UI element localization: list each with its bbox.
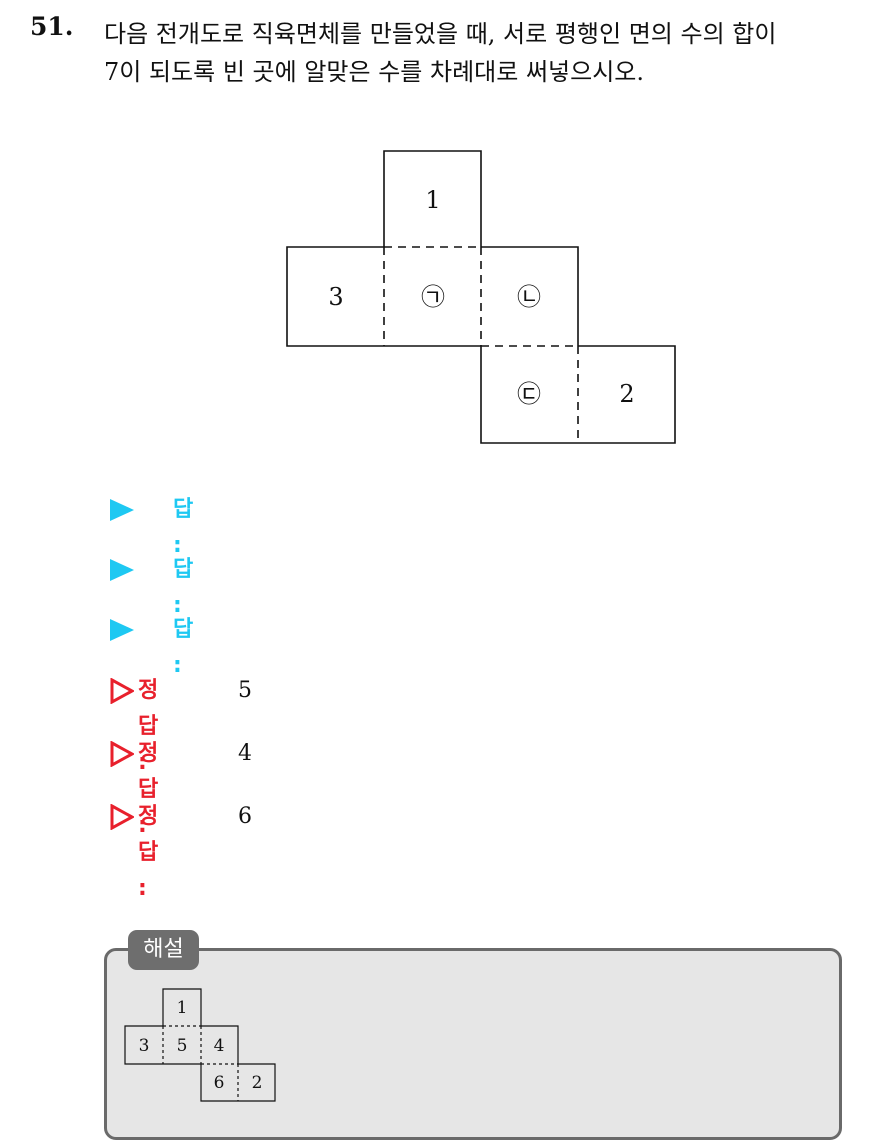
net-face-bottom: ㉢ — [517, 380, 541, 408]
correct-answer-row-3: 정답 : 6 — [110, 799, 252, 901]
outline-triangle-icon — [110, 804, 134, 830]
net-face-bottom-right: 2 — [619, 380, 634, 408]
explanation-tag: 해설 — [128, 930, 199, 970]
answer-row-1: 답 : — [110, 492, 193, 558]
play-triangle-icon — [110, 499, 134, 521]
cuboid-net-diagram: 1 3 ㉠ ㉡ ㉢ 2 — [286, 150, 676, 444]
explanation-face-top: 1 — [177, 998, 188, 1018]
explanation-face-center: 5 — [177, 1036, 188, 1056]
outline-triangle-icon — [110, 678, 134, 704]
answer-label: 답 : — [173, 617, 194, 678]
correct-answer-row-2: 정답 : 4 — [110, 736, 252, 838]
question-text-line-2: 7이 되도록 빈 곳에 알맞은 수를 차례대로 써넣으시오. — [104, 58, 644, 86]
net-face-top: 1 — [425, 186, 440, 214]
question-number: 51. — [30, 12, 74, 41]
correct-answer-value: 4 — [238, 741, 252, 766]
net-face-left: 3 — [328, 283, 343, 311]
correct-answer-label: 정답 : — [138, 804, 159, 901]
play-triangle-icon — [110, 619, 134, 641]
net-face-center: ㉠ — [421, 283, 445, 311]
question-text-line-1: 다음 전개도로 직육면체를 만들었을 때, 서로 평행인 면의 수의 합이 — [104, 20, 777, 48]
net-face-right: ㉡ — [517, 283, 541, 311]
correct-answer-row-1: 정답 : 5 — [110, 673, 252, 775]
correct-answer-label: 정답 : — [138, 678, 159, 775]
explanation-box — [104, 948, 842, 1140]
correct-answer-value: 6 — [238, 804, 252, 829]
explanation-face-right: 4 — [214, 1036, 225, 1056]
explanation-face-bottom: 6 — [214, 1073, 225, 1093]
answer-row-3: 답 : — [110, 612, 193, 678]
play-triangle-icon — [110, 559, 134, 581]
correct-answer-value: 5 — [238, 678, 252, 703]
explanation-face-left: 3 — [139, 1036, 150, 1056]
answer-row-2: 답 : — [110, 552, 193, 618]
answer-label: 답 : — [173, 497, 194, 558]
outline-triangle-icon — [110, 741, 134, 767]
answer-label: 답 : — [173, 557, 194, 618]
explanation-face-bottom-right: 2 — [252, 1073, 263, 1093]
correct-answer-label: 정답 : — [138, 741, 159, 838]
